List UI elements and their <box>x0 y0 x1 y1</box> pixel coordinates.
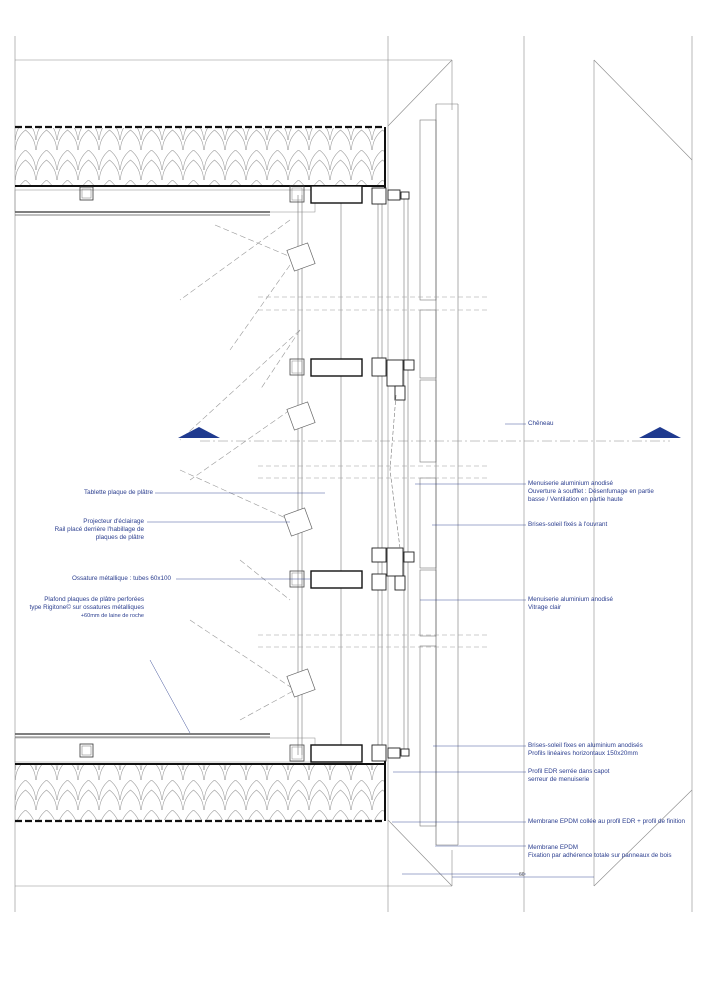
label-menuiserie-anodise: Menuiserie aluminium anodisé Ouverture à… <box>528 480 654 505</box>
projector-boxes <box>283 242 316 698</box>
label-vitrage: Menuiserie aluminium anodisé Vitrage cla… <box>528 596 613 612</box>
label-line: +60mm de laine de roche <box>80 613 144 620</box>
label-line: Rail placé derrière l'habillage de <box>54 526 144 534</box>
frame-lines <box>14 36 693 912</box>
dashed-guides <box>258 296 490 648</box>
label-line: Chêneau <box>528 420 554 427</box>
label-cheneau: Chêneau <box>528 420 554 428</box>
brise-soleil-panels <box>419 103 459 846</box>
label-line: Membrane EPDM collée au profil EDR + pro… <box>528 818 685 825</box>
window-profiles <box>371 187 415 762</box>
label-line: Ossature métallique : tubes 60x100 <box>71 575 171 582</box>
top-slab <box>14 125 386 216</box>
label-line: basse / Ventilation en partie haute <box>528 496 623 504</box>
label-brises-fixes: Brises-soleil fixes en aluminium anodisé… <box>528 742 643 758</box>
vertical-posts <box>297 195 409 755</box>
label-line: Profil EDR serrée dans capot <box>528 768 610 775</box>
label-ossature: Ossature métallique : tubes 60x100 <box>72 575 171 583</box>
label-line: Brises-soleil fixés à l'ouvrant <box>528 521 608 528</box>
dimension-label: 60 <box>519 871 525 879</box>
leader-lines <box>147 423 594 878</box>
label-line: serreur de menuiserie <box>528 776 590 784</box>
label-plafond: Plafond plaques de plâtre perforées type… <box>29 596 144 621</box>
label-profil-edr: Profil EDR serrée dans capot serreur de … <box>528 768 610 784</box>
dimension-value: 60 <box>519 872 525 878</box>
bottom-slab <box>14 733 386 823</box>
label-line: Membrane EPDM <box>528 844 579 851</box>
label-line: Brises-soleil fixes en aluminium anodisé… <box>528 742 643 749</box>
label-line: Menuiserie aluminium anodisé <box>528 480 614 487</box>
label-line: Profils linéaires horizontaux 150x20mm <box>528 750 638 758</box>
label-projecteur: Projecteur d'éclairage Rail placé derriè… <box>55 518 144 543</box>
label-line: Fixation par adhérence totale sur pannea… <box>528 852 672 860</box>
label-line: Ouverture à soufflet : Désenfumage en pa… <box>528 488 654 496</box>
projector-traces <box>179 219 301 721</box>
label-line: Projecteur d'éclairage <box>83 518 144 525</box>
label-line: Vitrage clair <box>528 604 562 612</box>
level-markers <box>178 427 681 438</box>
label-line: Tablette plaque de plâtre <box>84 489 153 496</box>
label-membrane-colle: Membrane EPDM collée au profil EDR + pro… <box>528 818 685 826</box>
label-line: Plafond plaques de plâtre perforées <box>44 596 144 603</box>
label-line: plaques de plâtre <box>95 534 144 542</box>
label-line: Menuiserie aluminium anodisé <box>528 596 614 603</box>
label-membrane-epdm: Membrane EPDM Fixation par adhérence tot… <box>528 844 672 860</box>
vent-flap-line <box>389 394 401 549</box>
label-line: type Rigitone© sur ossatures métalliques <box>29 604 144 612</box>
label-tablette: Tablette plaque de plâtre <box>84 489 153 497</box>
label-brises-ouvrant: Brises-soleil fixés à l'ouvrant <box>528 521 607 529</box>
mullion-tubes <box>289 185 363 763</box>
